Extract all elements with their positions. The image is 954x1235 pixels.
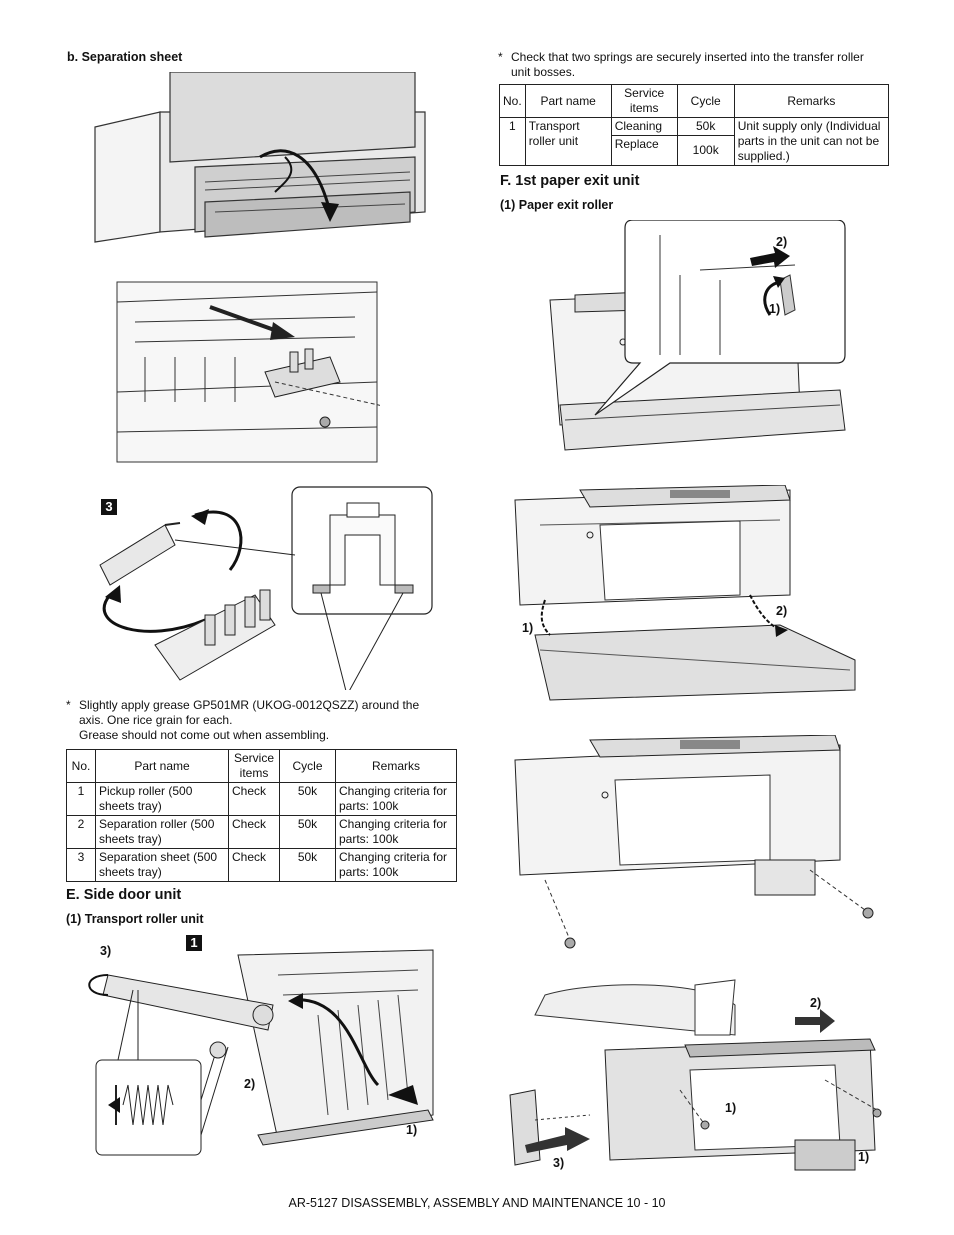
label-step-2: 2) (776, 235, 788, 249)
cell-no: 1 (66, 782, 96, 816)
cell-cycle-replace: 100k (676, 135, 735, 166)
header-service-items: Service items (610, 84, 678, 118)
figure-separation-sheet-removal (116, 281, 380, 463)
cell-remarks: Changing criteria for parts: 100k (335, 815, 457, 849)
figure-paper-exit-roller-step3 (514, 735, 874, 949)
label-step-1: 1) (769, 302, 781, 316)
cell-cycle: 50k (279, 815, 336, 849)
page-footer: AR-5127 DISASSEMBLY, ASSEMBLY AND MAINTE… (288, 1196, 666, 1210)
section-f-title: F. 1st paper exit unit (500, 173, 640, 189)
note-asterisk: * (66, 698, 71, 712)
cell-service-item-replace: Replace (610, 135, 678, 166)
label-step-1: 1) (406, 1123, 418, 1137)
section-b-title: b. Separation sheet (67, 50, 183, 64)
cell-service-item-cleaning: Cleaning (610, 117, 678, 136)
maintenance-table-right: No. Part name Service items Cycle Remark… (499, 84, 890, 166)
note-line-2: unit bosses. (511, 65, 576, 79)
section-e-title: E. Side door unit (66, 887, 182, 903)
cell-cycle: 50k (279, 782, 336, 816)
header-remarks: Remarks (335, 749, 457, 783)
figure-paper-exit-roller-step2 (514, 485, 856, 701)
spring-note: * Check that two springs are securely in… (498, 50, 888, 80)
cell-cycle-cleaning: 50k (676, 117, 735, 136)
grease-note: * Slightly apply grease GP501MR (UKOG-00… (66, 698, 456, 743)
header-cycle: Cycle (279, 749, 336, 783)
maintenance-table-left: No. Part name Service items Cycle Remark… (66, 749, 457, 882)
sub-f1-title: (1) Paper exit roller (500, 198, 614, 212)
header-part-name: Part name (95, 749, 229, 783)
note-line-1: Check that two springs are securely inse… (511, 50, 864, 64)
header-remarks: Remarks (733, 84, 890, 118)
cell-cycle: 50k (279, 848, 336, 882)
cell-no: 1 (499, 117, 526, 166)
cell-no: 2 (66, 815, 96, 849)
header-part-name: Part name (524, 84, 612, 118)
table-row: 1 Pickup roller (500 sheets tray) Check … (66, 782, 457, 816)
header-cycle: Cycle (676, 84, 735, 118)
table-row: Replace 100k (500, 135, 889, 166)
figure-badge-1: 1 (186, 935, 202, 951)
cell-remarks: Changing criteria for parts: 100k (335, 782, 457, 816)
note-line-2: axis. One rice grain for each. (79, 713, 233, 727)
header-service-items: Service items (228, 749, 280, 783)
figure-transport-roller-unit (88, 949, 434, 1156)
cell-no: 3 (66, 848, 96, 882)
figure-tray-illustration (94, 72, 426, 243)
sub-e1-title: (1) Transport roller unit (66, 912, 204, 926)
note-line-1: Slightly apply grease GP501MR (UKOG-0012… (79, 698, 420, 712)
table-row: 1 Transport roller unit Cleaning 50k Uni… (499, 117, 890, 166)
cell-part-name: Pickup roller (500 sheets tray) (95, 782, 229, 816)
label-step-2: 2) (244, 1077, 256, 1091)
cell-service-item: Check (228, 782, 280, 816)
cell-part-name: Transport roller unit (524, 117, 612, 166)
note-line-3: Grease should not come out when assembli… (79, 728, 330, 742)
label-step-3: 3) (100, 944, 112, 958)
note-asterisk: * (498, 50, 503, 64)
cell-remarks: Unit supply only (Individual parts in th… (733, 117, 890, 166)
label-step-3: 3) (553, 1156, 565, 1170)
label-step-1b: 1) (858, 1150, 870, 1164)
label-step-2: 2) (810, 996, 822, 1010)
label-step-2: 2) (776, 604, 788, 618)
header-no: No. (499, 84, 526, 118)
label-step-1: 1) (725, 1101, 737, 1115)
cell-service-item: Check (228, 848, 280, 882)
table-row: 3 Separation sheet (500 sheets tray) Che… (66, 848, 457, 882)
figure-paper-exit-roller-step4 (509, 979, 882, 1171)
cell-remarks: Changing criteria for parts: 100k (335, 848, 457, 882)
cell-part-name: Separation sheet (500 sheets tray) (95, 848, 229, 882)
figure-grease-detail (99, 486, 433, 690)
cell-part-name: Separation roller (500 sheets tray) (95, 815, 229, 849)
figure-badge-3: 3 (101, 499, 117, 515)
table-row: 2 Separation roller (500 sheets tray) Ch… (66, 815, 457, 849)
cell-service-item: Check (228, 815, 280, 849)
label-step-1: 1) (522, 621, 534, 635)
header-no: No. (66, 749, 96, 783)
figure-paper-exit-roller-step1 (549, 220, 846, 451)
